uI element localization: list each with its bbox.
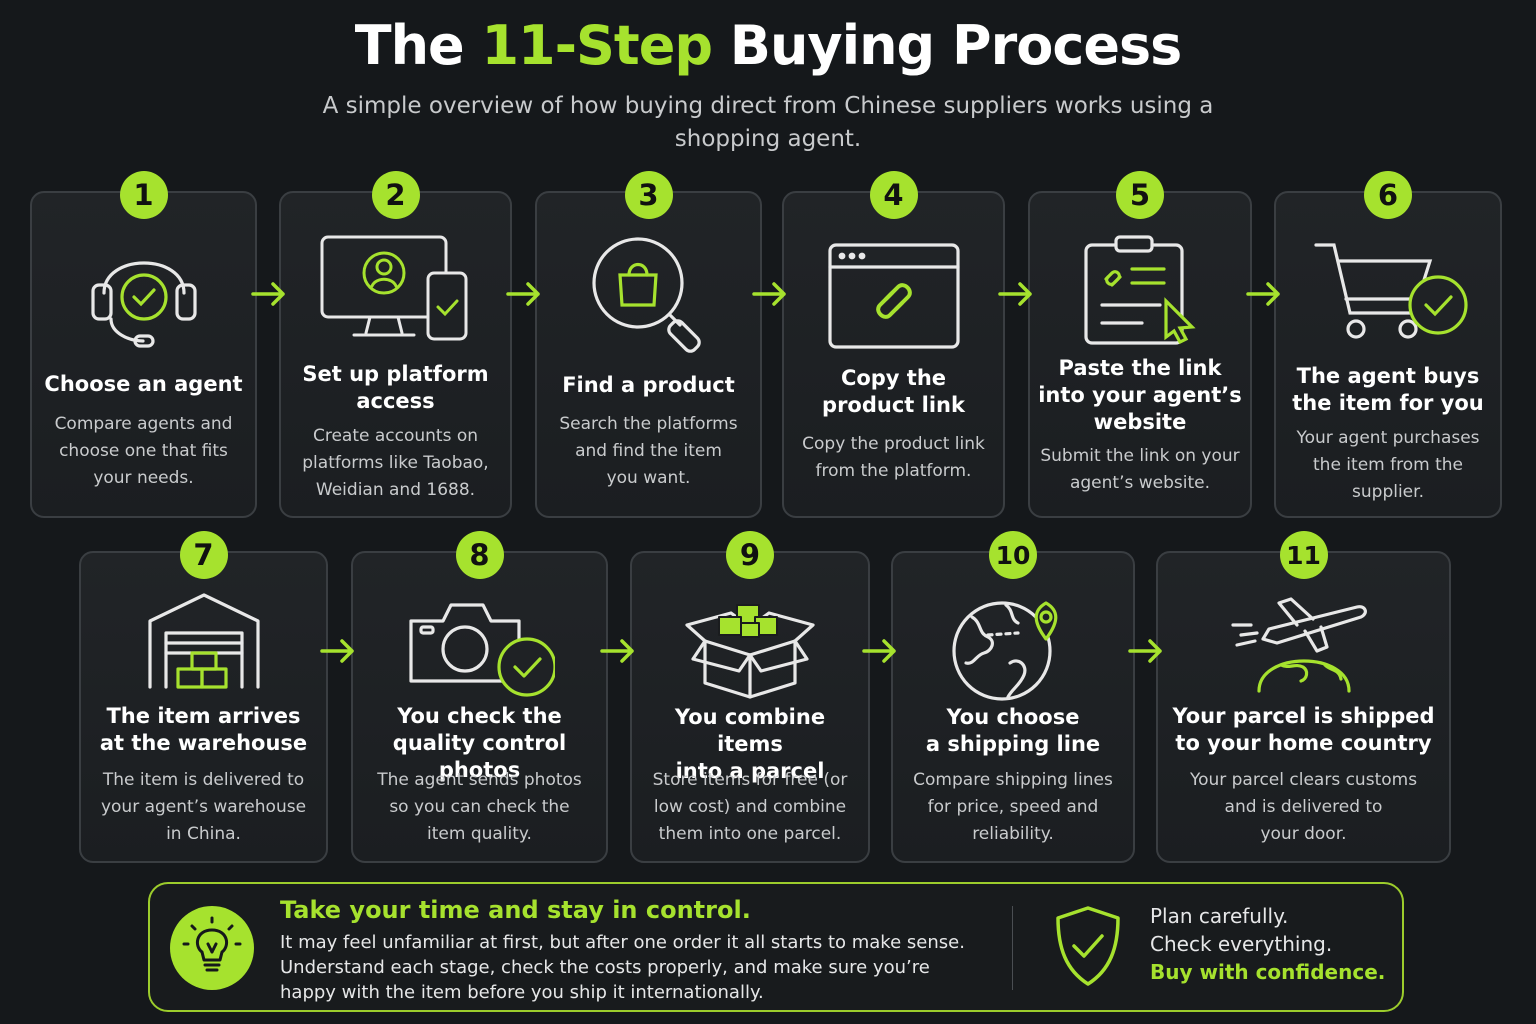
step-title: You choose a shipping line [925, 705, 1101, 756]
clipboard-link-icon [1084, 235, 1196, 345]
title-accent: 11-Step [481, 14, 713, 77]
browser-link-icon [827, 243, 960, 349]
step-number-badge: 5 [1116, 171, 1164, 219]
step-number-badge: 6 [1364, 171, 1412, 219]
title-text-start: The [354, 14, 482, 77]
step-title: Your parcel is shipped to your home coun… [1172, 704, 1435, 755]
arrow-right-icon [600, 639, 634, 663]
step-description: Search the platforms and find the item y… [559, 414, 738, 488]
step-description: The agent sends photos so you can check … [377, 770, 582, 844]
banner-divider [1012, 906, 1013, 990]
shield-check-icon [1056, 906, 1120, 986]
step-description: Store items for free (or low cost) and c… [652, 770, 848, 844]
step-title: Paste the link into your agent’s website [1038, 356, 1242, 434]
step-description: Copy the product link from the platform. [802, 434, 985, 481]
arrow-right-icon [752, 282, 786, 306]
step-title: You check the quality control photos [392, 704, 567, 782]
search-bag-icon [591, 237, 701, 353]
lightbulb-badge [170, 906, 254, 990]
arrow-right-icon [251, 282, 285, 306]
arrow-right-icon [862, 639, 896, 663]
motto-block: Plan carefully. Check everything. Buy wi… [1150, 902, 1385, 986]
step-description: Submit the link on your agent’s website. [1040, 446, 1240, 493]
step-card-7: 7 The item arrives at the warehouse The … [79, 531, 328, 863]
step-description: Compare shipping lines for price, speed … [913, 770, 1113, 844]
step-title: Choose an agent [44, 372, 243, 396]
motto-line-1: Plan carefully. [1150, 904, 1289, 928]
step-number-badge: 4 [869, 171, 918, 219]
tip-text: It may feel unfamiliar at first, but aft… [280, 932, 965, 1003]
step-card-11: 11 Your parcel is shipped to your home c… [1156, 531, 1451, 863]
step-title: The item arrives at the warehouse [99, 704, 308, 755]
step-card-4: 4 Copy the product link Copy the product… [782, 171, 1005, 518]
step-card-5: 5 Paste the link into your agent’s websi… [1028, 171, 1252, 518]
step-card-9: 9 You combine items into a parcel Store … [630, 531, 870, 863]
step-title: You combine items into a parcel [674, 705, 826, 783]
open-box-icon [685, 604, 815, 699]
arrow-right-icon [1246, 282, 1280, 306]
step-description: The item is delivered to your agent’s wa… [100, 770, 307, 844]
step-number-badge: 8 [455, 531, 504, 579]
devices-user-icon [320, 235, 467, 341]
plane-globe-icon [1230, 597, 1367, 693]
motto-line-3: Buy with confidence. [1150, 960, 1386, 984]
step-number-badge: 9 [726, 531, 774, 579]
tip-title: Take your time and stay in control. [280, 896, 751, 924]
step-title: Copy the product link [822, 366, 965, 417]
step-card-6: 6 The agent buys the item for you Your a… [1274, 171, 1502, 518]
step-card-2: 2 Set up platform access Create accounts… [279, 171, 512, 518]
step-title: Find a product [562, 373, 735, 397]
step-number-badge: 11 [1279, 531, 1328, 579]
step-number-badge: 7 [179, 531, 228, 579]
lightbulb-icon [182, 916, 242, 972]
page-title: The 11-Step Buying Process [0, 14, 1536, 77]
step-title: The agent buys the item for you [1292, 364, 1484, 415]
step-number-badge: 2 [371, 171, 420, 219]
headset-check-icon [90, 261, 197, 348]
cart-check-icon [1314, 243, 1468, 339]
tip-banner: Take your time and stay in control. It m… [148, 882, 1404, 1012]
camera-check-icon [408, 603, 555, 697]
globe-pin-icon [952, 601, 1058, 701]
step-card-3: 3 Find a product Search the platforms an… [535, 171, 762, 518]
step-title: Set up platform access [302, 362, 489, 413]
step-card-10: 10 You choose a shipping line Compare sh… [891, 531, 1135, 863]
page-subtitle: A simple overview of how buying direct f… [322, 93, 1214, 152]
arrow-right-icon [1128, 639, 1162, 663]
arrow-right-icon [506, 282, 540, 306]
title-text-end: Buying Process [712, 14, 1182, 77]
warehouse-icon [147, 593, 260, 689]
arrow-right-icon [320, 639, 354, 663]
arrow-right-icon [998, 282, 1032, 306]
step-description: Create accounts on platforms like Taobao… [302, 426, 489, 500]
step-description: Compare agents and choose one that fits … [54, 414, 233, 488]
step-description: Your agent purchases the item from the s… [1296, 428, 1480, 502]
step-card-1: 1 Choose an agent Compare agents and cho… [30, 171, 257, 518]
step-number-badge: 1 [119, 171, 168, 219]
step-card-8: 8 You check the quality control photos T… [351, 531, 608, 863]
step-description: Your parcel clears customs and is delive… [1189, 770, 1418, 844]
step-number-badge: 3 [624, 171, 673, 219]
motto-line-2: Check everything. [1150, 932, 1333, 956]
step-number-badge: 10 [989, 531, 1037, 579]
